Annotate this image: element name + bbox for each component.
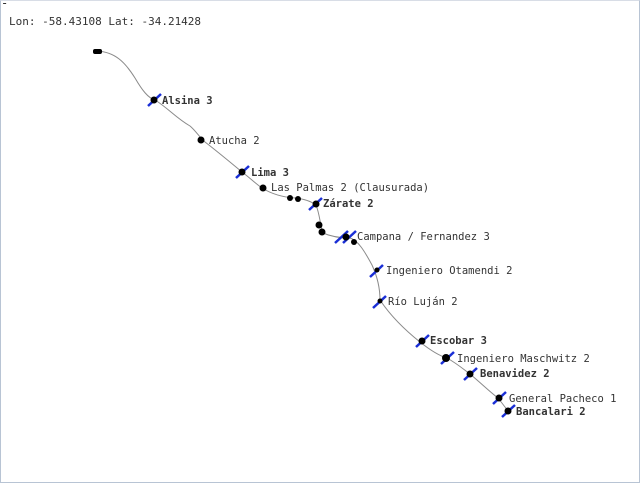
station-label-atucha: Atucha 2 xyxy=(209,135,260,147)
svg-text:General Pacheco 1: General Pacheco 1 xyxy=(509,393,616,405)
route-node xyxy=(295,196,301,202)
station-marker-otamendi[interactable] xyxy=(369,264,384,278)
cursor-coordinates: Lon: -58.43108 Lat: -34.21428 xyxy=(9,15,202,28)
svg-text:Ingeniero Maschwitz 2: Ingeniero Maschwitz 2 xyxy=(457,353,590,365)
route-node xyxy=(287,195,293,201)
station-marker-pacheco[interactable] xyxy=(492,391,507,405)
svg-text:Bancalari 2: Bancalari 2 xyxy=(516,406,586,418)
route-node xyxy=(318,228,326,236)
svg-text:Benavidez 2: Benavidez 2 xyxy=(480,368,550,380)
station-label-campana: Campana / Fernandez 3 xyxy=(357,231,490,243)
svg-text:Campana / Fernandez 3: Campana / Fernandez 3 xyxy=(357,231,490,243)
station-label-otamendi: Ingeniero Otamendi 2 xyxy=(386,265,512,277)
route-start-node xyxy=(93,49,102,54)
route-node xyxy=(315,221,323,229)
station-label-benavidez: Benavidez 2 xyxy=(480,368,550,380)
station-label-bancalari: Bancalari 2 xyxy=(516,406,586,418)
station-label-zarate: Zárate 2 xyxy=(323,198,374,210)
station-marker-benavidez[interactable] xyxy=(463,367,478,381)
station-label-las-palmas: Las Palmas 2 (Clausurada) xyxy=(271,182,429,194)
station-label-escobar: Escobar 3 xyxy=(430,335,487,347)
station-label-lima: Lima 3 xyxy=(251,167,289,179)
corner-mark: - xyxy=(1,0,9,10)
svg-text:Zárate 2: Zárate 2 xyxy=(323,198,374,210)
station-label-pacheco: General Pacheco 1 xyxy=(509,393,616,405)
route-node xyxy=(197,136,205,144)
station-marker-alsina[interactable] xyxy=(147,93,162,107)
route-node xyxy=(351,239,357,245)
station-label-maschwitz: Ingeniero Maschwitz 2 xyxy=(457,353,590,365)
station-marker-maschwitz[interactable] xyxy=(440,351,455,365)
svg-text:Alsina 3: Alsina 3 xyxy=(162,95,213,107)
route-node xyxy=(259,184,267,192)
station-marker-escobar[interactable] xyxy=(415,334,430,348)
svg-text:Río Luján 2: Río Luján 2 xyxy=(388,296,458,308)
station-marker-zarate[interactable] xyxy=(308,197,323,211)
station-marker-rio-lujan[interactable] xyxy=(372,295,387,309)
station-marker-campana[interactable] xyxy=(334,230,357,244)
svg-text:Ingeniero Otamendi 2: Ingeniero Otamendi 2 xyxy=(386,265,512,277)
svg-text:Las Palmas 2 (Clausurada): Las Palmas 2 (Clausurada) xyxy=(271,182,429,194)
svg-text:Lima 3: Lima 3 xyxy=(251,167,289,179)
station-marker-lima[interactable] xyxy=(235,165,250,179)
station-label-alsina: Alsina 3 xyxy=(162,95,213,107)
svg-text:Escobar 3: Escobar 3 xyxy=(430,335,487,347)
station-label-rio-lujan: Río Luján 2 xyxy=(388,296,458,308)
svg-text:Atucha 2: Atucha 2 xyxy=(209,135,260,147)
station-marker-bancalari[interactable] xyxy=(501,404,516,418)
